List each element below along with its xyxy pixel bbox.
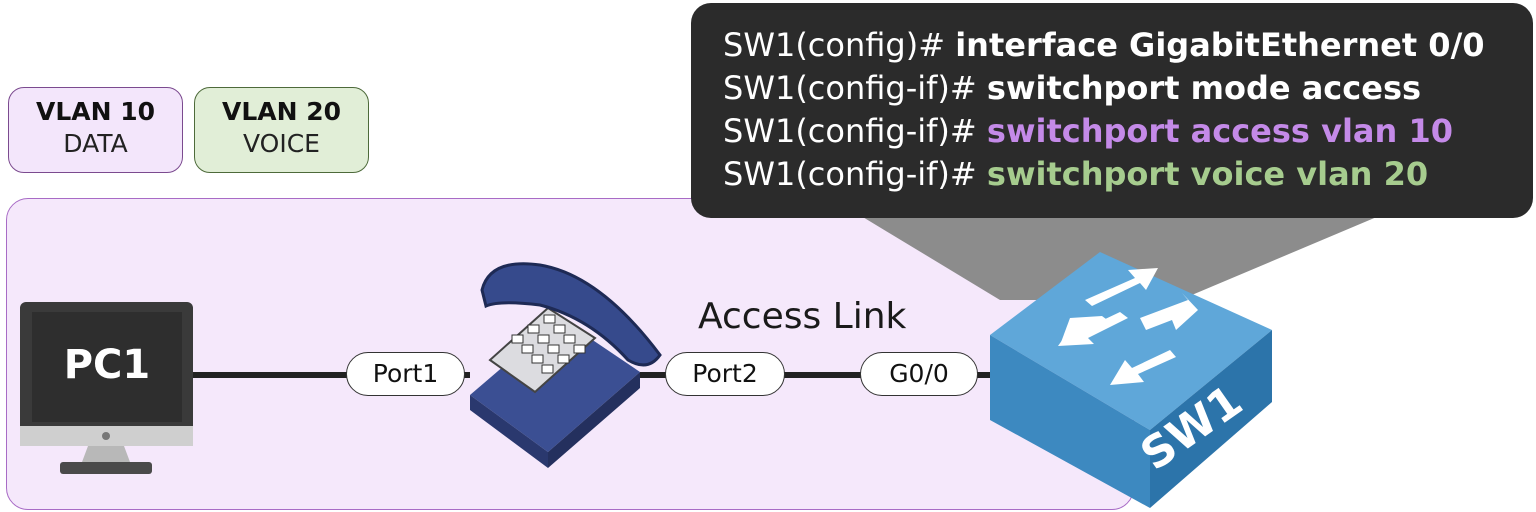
cli-command: switchport voice vlan 20 xyxy=(986,155,1429,193)
cli-line-3: SW1(config-if)# switchport access vlan 1… xyxy=(723,110,1533,153)
legend-vlan10-type: DATA xyxy=(63,129,128,158)
pc-label: PC1 xyxy=(64,342,151,388)
port2-tag: Port2 xyxy=(665,352,785,396)
switch-icon xyxy=(990,252,1272,508)
cli-config-box: SW1(config)# interface GigabitEthernet 0… xyxy=(691,3,1533,218)
cli-prompt: SW1(config)# xyxy=(723,26,956,64)
legend-vlan20-id: VLAN 20 xyxy=(221,97,342,126)
cli-command: switchport access vlan 10 xyxy=(986,112,1453,150)
legend-vlan20: VLAN 20 VOICE xyxy=(194,87,369,173)
cli-command: switchport mode access xyxy=(986,69,1422,107)
phone-icon xyxy=(470,262,662,468)
cli-prompt: SW1(config-if)# xyxy=(723,155,987,193)
access-link-label: Access Link xyxy=(698,296,907,337)
monitor-icon xyxy=(20,302,193,474)
g00-tag: G0/0 xyxy=(860,352,978,396)
cli-line-1: SW1(config)# interface GigabitEthernet 0… xyxy=(723,24,1533,67)
legend-vlan10: VLAN 10 DATA xyxy=(8,87,183,173)
cli-prompt: SW1(config-if)# xyxy=(723,69,987,107)
port1-tag: Port1 xyxy=(346,352,465,396)
legend-vlan10-id: VLAN 10 xyxy=(35,97,156,126)
cli-prompt: SW1(config-if)# xyxy=(723,112,987,150)
cli-line-4: SW1(config-if)# switchport voice vlan 20 xyxy=(723,153,1533,196)
cli-command: interface GigabitEthernet 0/0 xyxy=(955,26,1485,64)
cli-line-2: SW1(config-if)# switchport mode access xyxy=(723,67,1533,110)
legend-vlan20-type: VOICE xyxy=(243,129,320,158)
